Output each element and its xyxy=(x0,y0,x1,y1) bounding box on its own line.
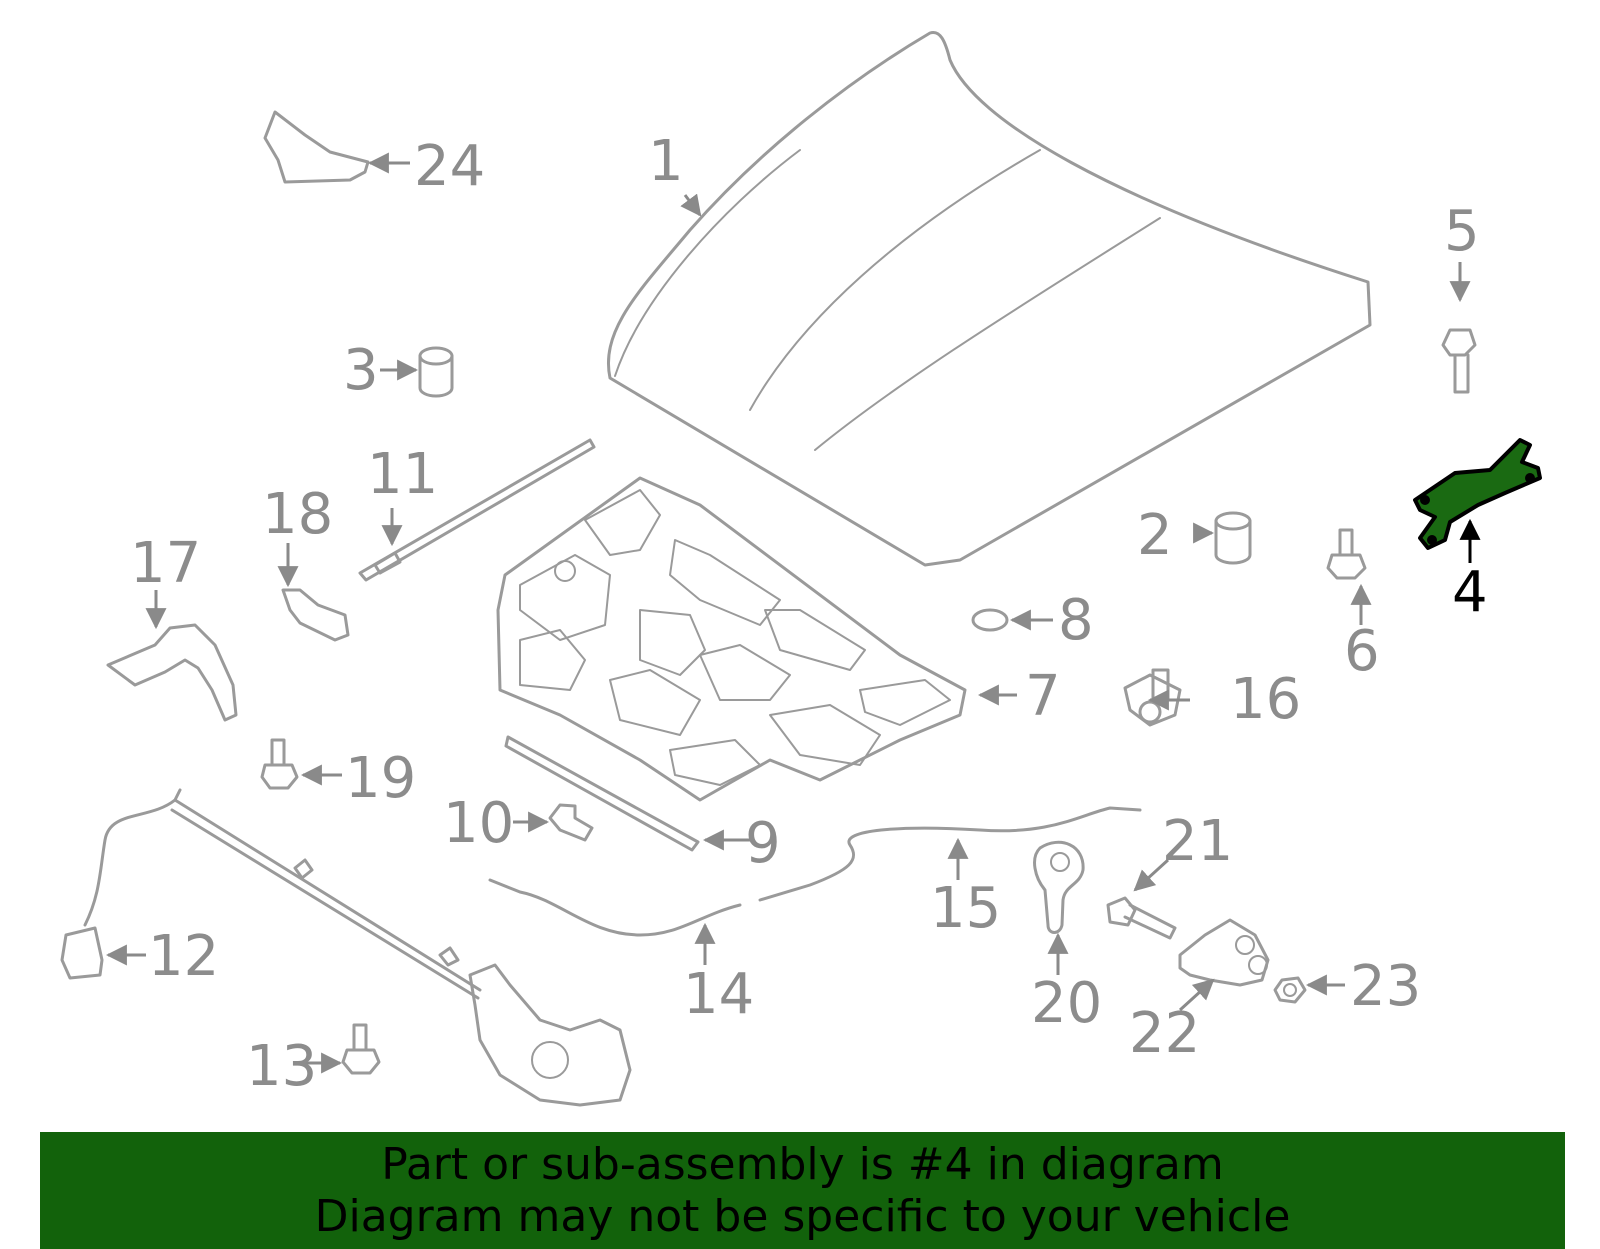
callout-3: 3 xyxy=(343,338,379,403)
callout-21: 21 xyxy=(1162,809,1233,874)
callout-20: 20 xyxy=(1031,971,1102,1036)
release-cable-15 xyxy=(758,806,1142,902)
latch-actuator xyxy=(1178,918,1270,987)
callout-17: 17 xyxy=(130,531,201,596)
bolt-13 xyxy=(341,1023,381,1075)
callout-5: 5 xyxy=(1444,199,1480,264)
bolt-19 xyxy=(260,738,299,790)
hood-gas-strut xyxy=(358,438,596,582)
grommet xyxy=(971,608,1009,632)
hood-latch-hole xyxy=(531,1041,569,1079)
callout-13: 13 xyxy=(246,1034,317,1099)
hood-latch xyxy=(468,963,632,1107)
banner-line-2: Diagram may not be specific to your vehi… xyxy=(314,1190,1291,1242)
wiring-harness xyxy=(60,788,482,1000)
callout-15: 15 xyxy=(930,876,1001,941)
callout-7: 7 xyxy=(1025,664,1061,729)
callout-24: 24 xyxy=(414,134,485,199)
hood-bumper xyxy=(548,803,594,842)
release-handle xyxy=(1033,840,1085,934)
hood-seal-strip xyxy=(504,735,700,852)
callout-14: 14 xyxy=(683,962,754,1027)
callout-8: 8 xyxy=(1058,588,1094,653)
bracket-17 xyxy=(106,623,238,722)
bolt-5 xyxy=(1441,328,1477,394)
callout-18: 18 xyxy=(262,482,333,547)
callout-2: 2 xyxy=(1137,503,1173,568)
hood-stop-bumper-3 xyxy=(418,346,454,398)
bolt-21 xyxy=(1106,896,1177,940)
bolt-6 xyxy=(1326,528,1367,580)
hood-insulator xyxy=(496,476,967,802)
callout-16: 16 xyxy=(1230,667,1301,732)
callout-1: 1 xyxy=(648,129,684,194)
release-cable-14 xyxy=(488,878,742,937)
retainer-clip xyxy=(1123,668,1182,727)
callout-10: 10 xyxy=(443,791,514,856)
hood-stop-bumper-2 xyxy=(1214,511,1252,565)
nut-23 xyxy=(1273,976,1307,1004)
callout-23: 23 xyxy=(1350,954,1421,1019)
hood-panel xyxy=(607,30,1372,567)
callout-22: 22 xyxy=(1129,1001,1200,1066)
bracket-24 xyxy=(263,110,370,184)
hood-hinge-highlighted xyxy=(1413,438,1542,550)
callout-11: 11 xyxy=(367,442,438,507)
notice-banner: Part or sub-assembly is #4 in diagram Di… xyxy=(40,1132,1565,1249)
leader-lines xyxy=(105,152,1481,1074)
callout-4: 4 xyxy=(1452,560,1488,625)
callout-6: 6 xyxy=(1344,619,1380,684)
callout-labels: 1 2 3 4 5 6 7 8 9 10 11 12 13 14 15 16 1… xyxy=(130,129,1488,1099)
callout-9: 9 xyxy=(745,811,781,876)
callout-12: 12 xyxy=(148,924,219,989)
bracket-18 xyxy=(281,588,350,642)
banner-line-1: Part or sub-assembly is #4 in diagram xyxy=(381,1138,1224,1190)
callout-19: 19 xyxy=(345,746,416,811)
